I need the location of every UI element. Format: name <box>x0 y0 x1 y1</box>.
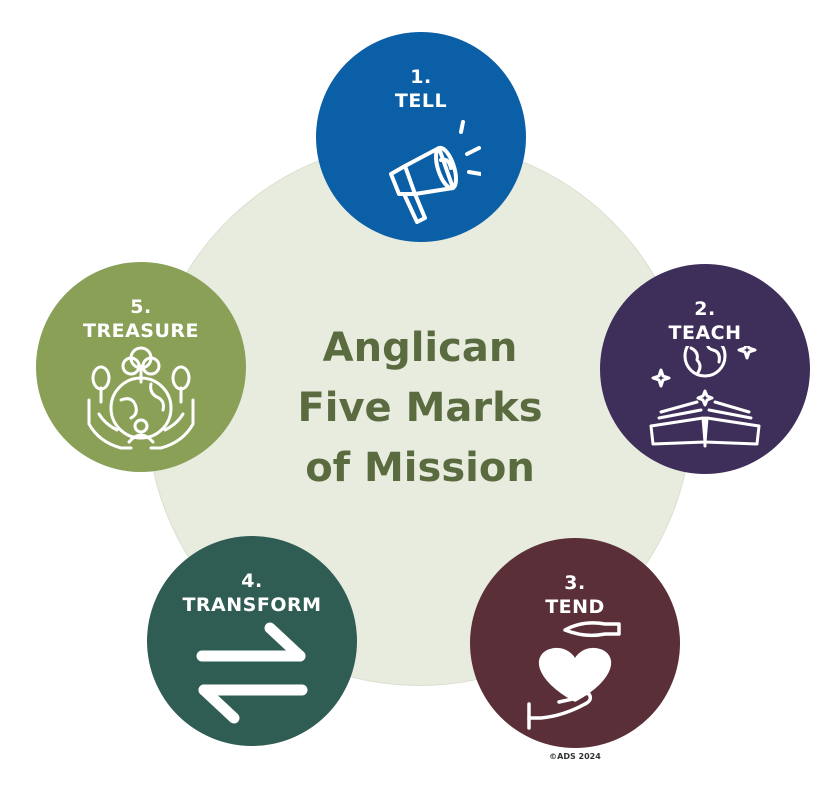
copyright-notice: ©ADS 2024 <box>549 752 601 761</box>
mark-number: 1. <box>410 66 432 88</box>
mark-label: TEND <box>545 596 605 618</box>
globe-book-icon <box>649 346 761 448</box>
mark-label: TREASURE <box>83 320 199 342</box>
title-line-1: Anglican <box>322 325 518 371</box>
mark-tell: 1. TELL <box>316 32 526 242</box>
title-line-3: of Mission <box>305 445 535 491</box>
mark-label: TELL <box>394 90 448 112</box>
mark-label: TEACH <box>668 322 742 344</box>
mark-number: 5. <box>130 296 152 318</box>
title-line-2: Five Marks <box>297 385 543 431</box>
heart-hands-icon <box>527 621 621 730</box>
earth-hands-trees-icon <box>87 346 195 450</box>
mark-number: 4. <box>241 570 263 592</box>
mark-treasure: 5. TREASURE <box>36 262 246 472</box>
diagram-title: Anglican Five Marks of Mission <box>250 318 590 498</box>
megaphone-icon <box>389 120 481 224</box>
mark-number: 3. <box>564 572 586 594</box>
exchange-arrows-icon <box>196 622 308 724</box>
mark-tend: 3. TEND <box>470 538 680 748</box>
mark-label: TRANSFORM <box>182 594 322 616</box>
mark-transform: 4. TRANSFORM <box>147 536 357 746</box>
mark-teach: 2. TEACH <box>600 264 810 474</box>
mark-number: 2. <box>694 298 716 320</box>
